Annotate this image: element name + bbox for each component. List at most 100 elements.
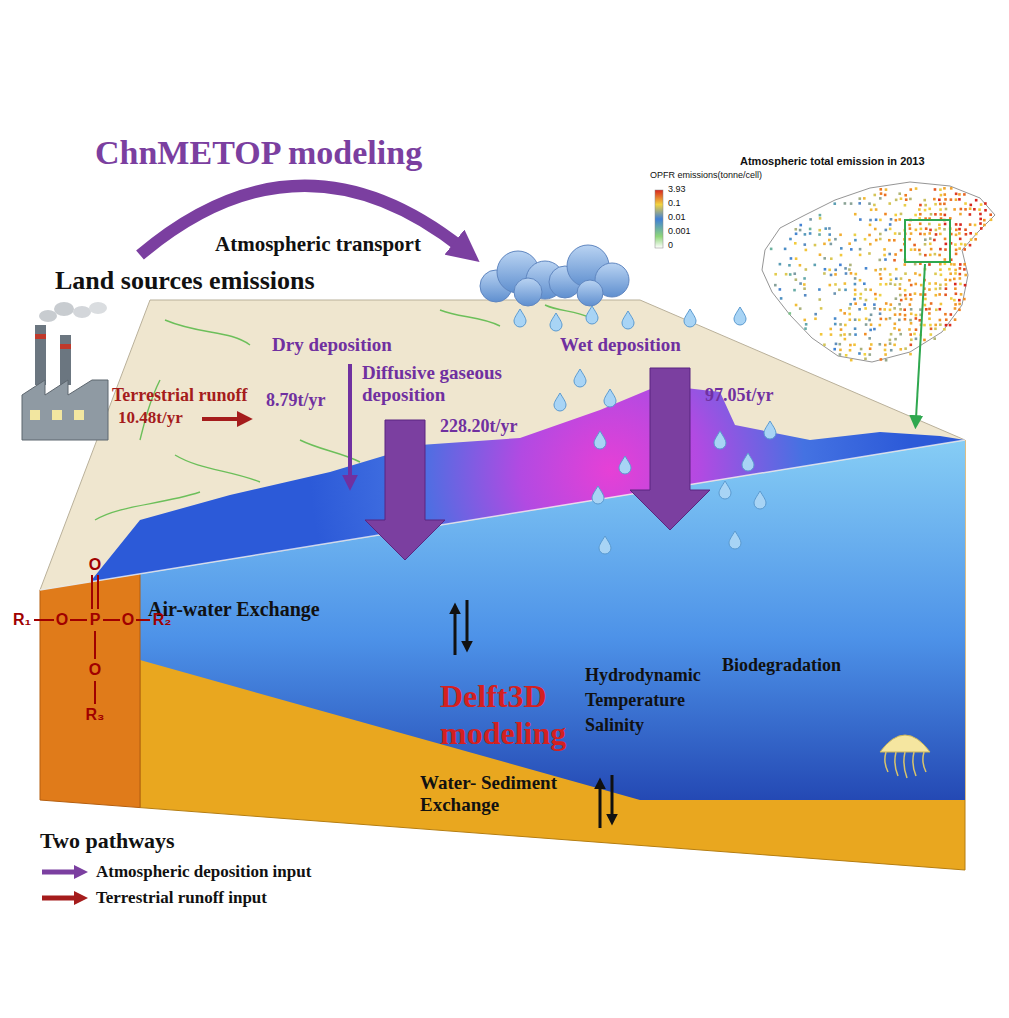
- emission-cell: [904, 194, 907, 197]
- emission-cell: [969, 204, 972, 207]
- emission-cell: [955, 223, 958, 226]
- factory-icon: [73, 306, 91, 318]
- emission-cell: [829, 328, 832, 331]
- emission-cell: [923, 324, 926, 327]
- emission-cell: [910, 322, 913, 325]
- emission-cell: [889, 339, 892, 342]
- legend-arrow-head: [74, 891, 88, 905]
- emission-cell: [884, 268, 887, 271]
- emission-cell: [924, 243, 927, 246]
- emission-cell: [900, 197, 903, 200]
- emission-cell: [853, 343, 856, 346]
- emission-cell: [959, 263, 962, 266]
- emission-cell: [950, 263, 953, 266]
- emission-cell: [964, 284, 967, 287]
- emission-cell: [799, 224, 802, 227]
- emission-cell: [803, 319, 806, 322]
- emission-cell: [915, 229, 918, 232]
- emission-cell: [880, 277, 883, 280]
- emission-cell: [939, 203, 942, 206]
- process-label: Biodegradation: [722, 655, 841, 676]
- factory-icon: [60, 344, 71, 349]
- emission-cell: [915, 187, 918, 190]
- emission-cell: [795, 257, 798, 260]
- emission-cell: [868, 319, 871, 322]
- exchange-arrows: [611, 775, 614, 816]
- raindrop: [622, 311, 634, 329]
- emission-cell: [898, 329, 901, 332]
- emission-cell: [939, 308, 942, 311]
- emission-cell: [915, 314, 918, 317]
- raindrop: [574, 369, 586, 387]
- emission-cell: [904, 289, 907, 292]
- emission-cell: [889, 282, 892, 285]
- emission-cell: [785, 273, 788, 276]
- emission-cell: [960, 293, 963, 296]
- emission-cell: [824, 227, 827, 230]
- emission-cell: [830, 333, 833, 336]
- emission-cell: [859, 297, 862, 300]
- emission-cell: [989, 213, 992, 216]
- wet-deposition-arrow: [630, 368, 710, 530]
- emission-cell: [939, 323, 942, 326]
- emission-cell: [894, 313, 897, 316]
- emission-cell: [939, 287, 942, 290]
- raindrop: [599, 536, 611, 554]
- emission-cell: [974, 238, 977, 241]
- emission-cell: [893, 307, 896, 310]
- emission-cell: [839, 264, 842, 267]
- emission-cell: [850, 248, 853, 251]
- emission-cell: [845, 354, 848, 357]
- emission-cell: [854, 327, 857, 330]
- emission-cell: [953, 263, 956, 266]
- microbe-icon: [885, 752, 888, 772]
- emission-cell: [863, 197, 866, 200]
- emission-cell: [955, 292, 958, 295]
- raindrop: [714, 431, 726, 449]
- emission-cell: [888, 239, 891, 242]
- emission-cell: [849, 344, 852, 347]
- emission-cell: [839, 323, 842, 326]
- emission-cell: [954, 243, 957, 246]
- emission-cell: [963, 248, 966, 251]
- emission-cell: [854, 302, 857, 305]
- emission-cell: [884, 213, 887, 216]
- emission-cell: [969, 213, 972, 216]
- emission-cell: [945, 318, 948, 321]
- emission-cell: [909, 333, 912, 336]
- emission-cell: [898, 232, 901, 235]
- raindrop: [550, 313, 562, 331]
- emission-cell: [950, 297, 953, 300]
- emission-cell: [948, 268, 951, 271]
- emission-cell: [939, 213, 942, 216]
- sea-area: [90, 385, 965, 582]
- emission-cell: [990, 218, 993, 221]
- emission-cell: [840, 328, 843, 331]
- emission-cell: [794, 228, 797, 231]
- deposition-label: Diffusive gaseous deposition: [362, 362, 537, 406]
- emission-cell: [803, 243, 806, 246]
- emission-cell: [958, 303, 961, 306]
- emission-cell: [963, 298, 966, 301]
- atom-symbol: P: [90, 611, 101, 629]
- emission-cell: [980, 203, 983, 206]
- emission-cell: [933, 239, 936, 242]
- emission-cell: [918, 208, 921, 211]
- emission-cell: [864, 288, 867, 291]
- raindrop: [604, 389, 616, 407]
- emission-cell: [868, 353, 871, 356]
- zoom-box: [905, 220, 950, 262]
- emission-cell: [964, 202, 967, 205]
- factory-icon: [60, 335, 71, 385]
- emission-cell: [949, 324, 952, 327]
- river-lines: [175, 455, 260, 482]
- emission-cell: [944, 258, 947, 261]
- emission-cell: [879, 294, 882, 297]
- emission-cell: [859, 218, 862, 221]
- microbe-icon: [923, 752, 926, 772]
- emission-cell: [870, 323, 873, 326]
- emission-cell: [955, 193, 958, 196]
- emission-cell: [844, 338, 847, 341]
- emission-cell: [875, 239, 878, 242]
- emission-cell: [965, 233, 968, 236]
